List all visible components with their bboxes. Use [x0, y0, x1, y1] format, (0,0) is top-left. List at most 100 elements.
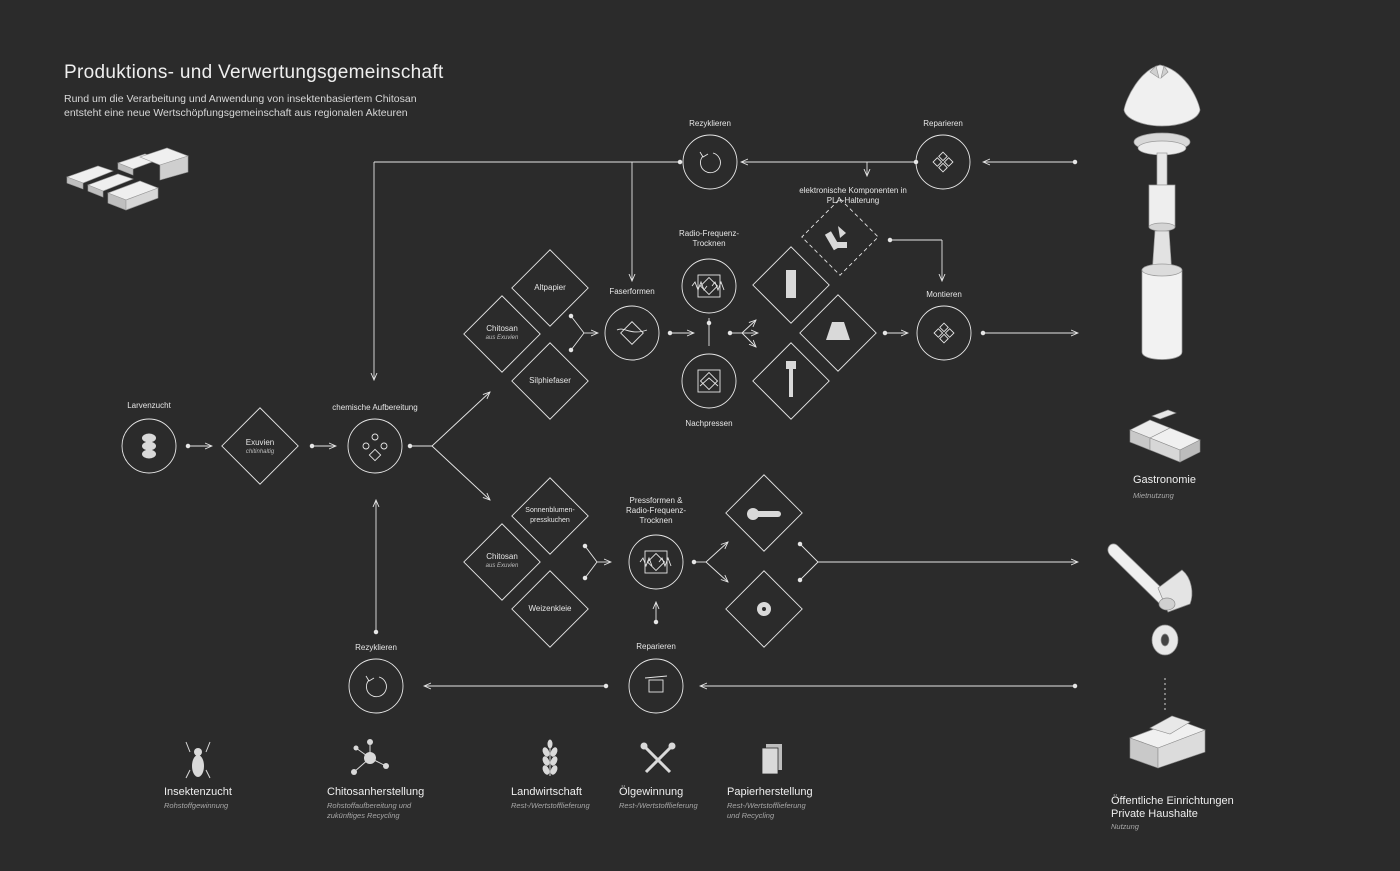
top-recycle-loop: [374, 160, 1078, 380]
exuvien-diamond: [221, 407, 299, 485]
gastronomie-subcaption: Mietnutzung: [1133, 491, 1174, 500]
rosette-diamond: [725, 570, 803, 648]
larva-icon: [142, 433, 156, 443]
pressformen-label-line-3: Trocknen: [639, 516, 673, 525]
lamp-illustration: [1123, 64, 1201, 360]
fiber-mold-icon: [616, 321, 648, 345]
press-rf-icon: [639, 550, 672, 574]
recycle-icon: [700, 152, 721, 174]
nachpressen-label: Nachpressen: [685, 419, 733, 428]
silphiefaser-diamond: [511, 342, 589, 420]
modular-blocks-illustration: [66, 147, 189, 211]
rezyklieren-top-node: [682, 134, 738, 190]
chitosan-top-label: Chitosan: [486, 324, 518, 333]
reagent-icon: [362, 433, 388, 462]
legend-chitosanherstellung-sub-2: zukünftiges Recycling: [327, 811, 400, 820]
oil-tools-icon: [640, 742, 676, 774]
larvenzucht-node: [121, 418, 177, 474]
handle-diamond: [725, 474, 803, 552]
legend-papierherstellung-sub-1: Rest-/Wertstofflieferung: [727, 801, 806, 810]
rf-dry-icon: [691, 274, 725, 298]
public-building-illustration: [1129, 715, 1206, 769]
lamp-shade-tall-icon: [786, 270, 796, 298]
legend-chitosanherstellung-sub-1: Rohstoffaufbereitung und: [327, 801, 412, 810]
paper-stack-icon: [761, 744, 782, 775]
sonnenblumen-diamond: [511, 477, 589, 555]
press-icon: [697, 369, 721, 393]
oeffentlich-caption-line-1: Öffentliche Einrichtungen: [1111, 795, 1234, 807]
oeffentlich-caption-line-2: Private Haushalte: [1111, 808, 1198, 820]
exuvien-label: Exuvien: [245, 438, 275, 447]
legend-insektenzucht-title: Insektenzucht: [164, 786, 232, 798]
gastronomie-building-illustration: [1129, 409, 1201, 463]
rezyklieren-bottom-node: [348, 658, 404, 714]
lamp-socket-icon: [786, 361, 796, 397]
product-mid-diamond: [799, 294, 877, 372]
legend-landwirtschaft-sub: Rest-/Wertstofflieferung: [511, 801, 590, 810]
nachpressen-node: [681, 353, 737, 409]
rezyklieren-top-label: Rezyklieren: [689, 119, 731, 128]
elektronik-label: elektronische Komponenten in PLA-Halteru…: [799, 186, 907, 206]
rezyklieren-bottom-label: Rezyklieren: [355, 643, 397, 652]
radio-frequenz-label-line-2: Trocknen: [692, 239, 726, 248]
wheat-icon: [542, 739, 558, 776]
pressformen-label: Pressformen & Radio-Frequenz- Trocknen: [626, 496, 686, 526]
legend-landwirtschaft-title: Landwirtschaft: [511, 786, 582, 798]
radio-frequenz-label: Radio-Frequenz- Trocknen: [679, 229, 739, 249]
legend-oelgewinnung-sub: Rest-/Wertstofflieferung: [619, 801, 698, 810]
larvenzucht-label: Larvenzucht: [127, 401, 171, 410]
page-subtitle: Rund um die Verarbeitung und Anwendung v…: [64, 92, 484, 120]
montieren-node: [916, 305, 972, 361]
door-handle-icon: [747, 508, 781, 520]
silphiefaser-label: Silphiefaser: [529, 376, 571, 385]
repair-box-icon: [644, 675, 668, 693]
chitosan-bottom-label: Chitosan: [486, 552, 518, 561]
legend-insektenzucht-sub: Rohstoffgewinnung: [164, 801, 229, 810]
legend-chitosanherstellung-title: Chitosanherstellung: [327, 786, 425, 798]
door-handle-illustration: [1107, 543, 1193, 656]
product-top-diamond: [752, 246, 830, 324]
legend-oelgewinnung-title: Ölgewinnung: [619, 786, 684, 798]
radio-frequenz-node: [681, 258, 737, 314]
chitosan-bottom-diamond: [463, 523, 541, 601]
exuvien-sublabel: chitinhaltig: [245, 449, 275, 455]
chitosan-top-sublabel: aus Exuvien: [485, 335, 519, 341]
product-bottom-diamond: [752, 342, 830, 420]
reparieren-top-label: Reparieren: [923, 119, 963, 128]
legend-papierherstellung-title: Papierherstellung: [727, 786, 813, 798]
faserformen-label: Faserformen: [609, 287, 655, 296]
weizenkleie-diamond: [511, 570, 589, 648]
sonnenblumen-label-line-1: Sonnenblumen-: [525, 507, 575, 514]
lamp-shade-wide-icon: [826, 322, 850, 340]
repair-diamonds-icon: [932, 151, 954, 173]
fly-icon: [185, 741, 211, 779]
reparieren-top-node: [915, 134, 971, 190]
bottom-recycle-loop: [374, 500, 1166, 710]
chemische-aufbereitung-label: chemische Aufbereitung: [332, 403, 418, 412]
montieren-label: Montieren: [926, 290, 962, 299]
reparieren-bottom-node: [628, 658, 684, 714]
molecule-icon: [351, 739, 389, 775]
altpapier-label: Altpapier: [534, 283, 566, 292]
assemble-icon: [933, 322, 955, 344]
legend-papierherstellung-sub-2: und Recycling: [727, 811, 775, 820]
sonnenblumen-label-line-2: presskuchen: [530, 517, 570, 524]
altpapier-diamond: [511, 249, 589, 327]
subtitle-line-2: entsteht eine neue Wertschöpfungsgemeins…: [64, 107, 408, 119]
reparieren-bottom-label: Reparieren: [636, 642, 676, 651]
electronics-icon: [824, 226, 847, 251]
subtitle-line-1: Rund um die Verarbeitung und Anwendung v…: [64, 93, 417, 105]
chitosan-top-diamond: [463, 295, 541, 373]
page-title: Produktions- und Verwertungsgemeinschaft: [64, 62, 444, 83]
elektronik-label-line-1: elektronische Komponenten in: [799, 186, 907, 195]
pressformen-label-line-1: Pressformen &: [629, 496, 683, 505]
gastronomie-caption: Gastronomie: [1133, 474, 1196, 486]
main-flow-lines: [185, 313, 1078, 625]
pressformen-label-line-2: Radio-Frequenz-: [625, 506, 687, 515]
elektronik-label-line-2: PLA-Halterung: [826, 196, 880, 205]
pressformen-node: [628, 534, 684, 590]
recycle-icon: [366, 676, 387, 698]
radio-frequenz-label-line-1: Radio-Frequenz-: [678, 229, 740, 238]
oeffentlich-subcaption: Nutzung: [1111, 822, 1139, 831]
